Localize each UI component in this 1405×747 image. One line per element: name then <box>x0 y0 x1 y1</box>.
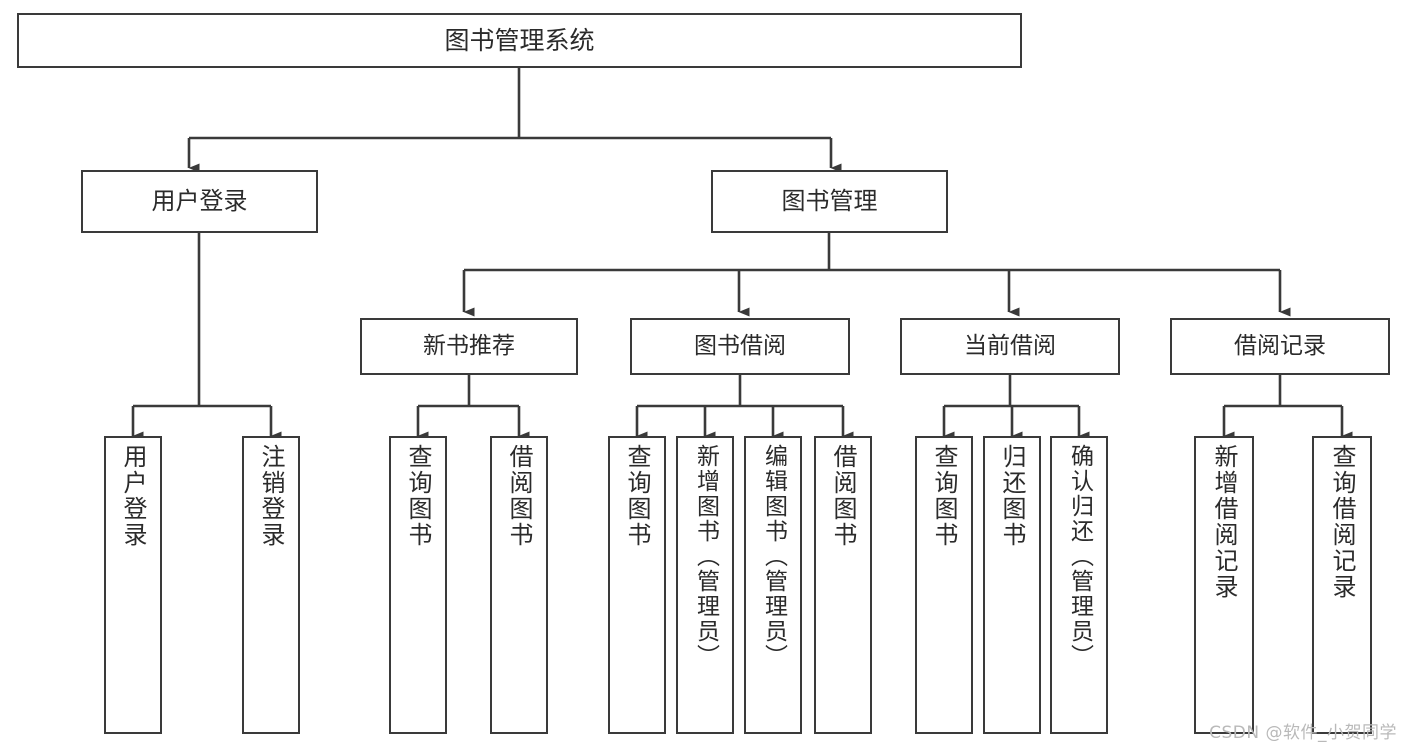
node-book-management[interactable]: 图书管理 <box>711 170 948 233</box>
node-book-management-label: 图书管理 <box>781 187 878 216</box>
leaf-recommend-query-book-label: 查询图书 <box>404 444 432 548</box>
leaf-confirm-return-admin[interactable]: 确认归还（管理员） <box>1050 436 1108 734</box>
leaf-recommend-borrow-book[interactable]: 借阅图书 <box>490 436 548 734</box>
leaf-borrow-query-book[interactable]: 查询图书 <box>608 436 666 734</box>
leaf-add-book-admin-label: 新增图书（管理员） <box>692 444 719 669</box>
node-new-book-recommend[interactable]: 新书推荐 <box>360 318 578 375</box>
node-book-borrow[interactable]: 图书借阅 <box>630 318 850 375</box>
leaf-confirm-return-admin-label: 确认归还（管理员） <box>1066 444 1093 669</box>
node-current-borrow[interactable]: 当前借阅 <box>900 318 1120 375</box>
watermark: CSDN @软件_小贺同学 <box>1209 723 1397 743</box>
leaf-query-borrow-record-label: 查询借阅记录 <box>1328 444 1356 600</box>
leaf-return-book-label: 归还图书 <box>998 444 1026 548</box>
node-root[interactable]: 图书管理系统 <box>17 13 1022 68</box>
node-borrow-record[interactable]: 借阅记录 <box>1170 318 1390 375</box>
leaf-current-query-book-label: 查询图书 <box>930 444 958 548</box>
leaf-recommend-query-book[interactable]: 查询图书 <box>389 436 447 734</box>
node-current-borrow-label: 当前借阅 <box>964 332 1056 359</box>
leaf-add-book-admin[interactable]: 新增图书（管理员） <box>676 436 734 734</box>
node-borrow-record-label: 借阅记录 <box>1234 332 1326 359</box>
leaf-return-book[interactable]: 归还图书 <box>983 436 1041 734</box>
leaf-add-borrow-record[interactable]: 新增借阅记录 <box>1194 436 1254 734</box>
node-user-login-label: 用户登录 <box>151 187 248 216</box>
leaf-recommend-borrow-book-label: 借阅图书 <box>505 444 533 548</box>
leaf-add-borrow-record-label: 新增借阅记录 <box>1210 444 1238 600</box>
leaf-borrow-borrow-book-label: 借阅图书 <box>829 444 857 548</box>
leaf-logout[interactable]: 注销登录 <box>242 436 300 734</box>
leaf-user-login-label: 用户登录 <box>119 444 147 548</box>
leaf-borrow-borrow-book[interactable]: 借阅图书 <box>814 436 872 734</box>
leaf-borrow-query-book-label: 查询图书 <box>623 444 651 548</box>
leaf-current-query-book[interactable]: 查询图书 <box>915 436 973 734</box>
leaf-logout-label: 注销登录 <box>257 444 285 548</box>
leaf-edit-book-admin-label: 编辑图书（管理员） <box>760 444 787 669</box>
leaf-edit-book-admin[interactable]: 编辑图书（管理员） <box>744 436 802 734</box>
node-new-book-recommend-label: 新书推荐 <box>423 332 515 359</box>
node-root-label: 图书管理系统 <box>444 25 595 55</box>
leaf-query-borrow-record[interactable]: 查询借阅记录 <box>1312 436 1372 734</box>
node-user-login[interactable]: 用户登录 <box>81 170 318 233</box>
leaf-user-login[interactable]: 用户登录 <box>104 436 162 734</box>
node-book-borrow-label: 图书借阅 <box>694 332 786 359</box>
